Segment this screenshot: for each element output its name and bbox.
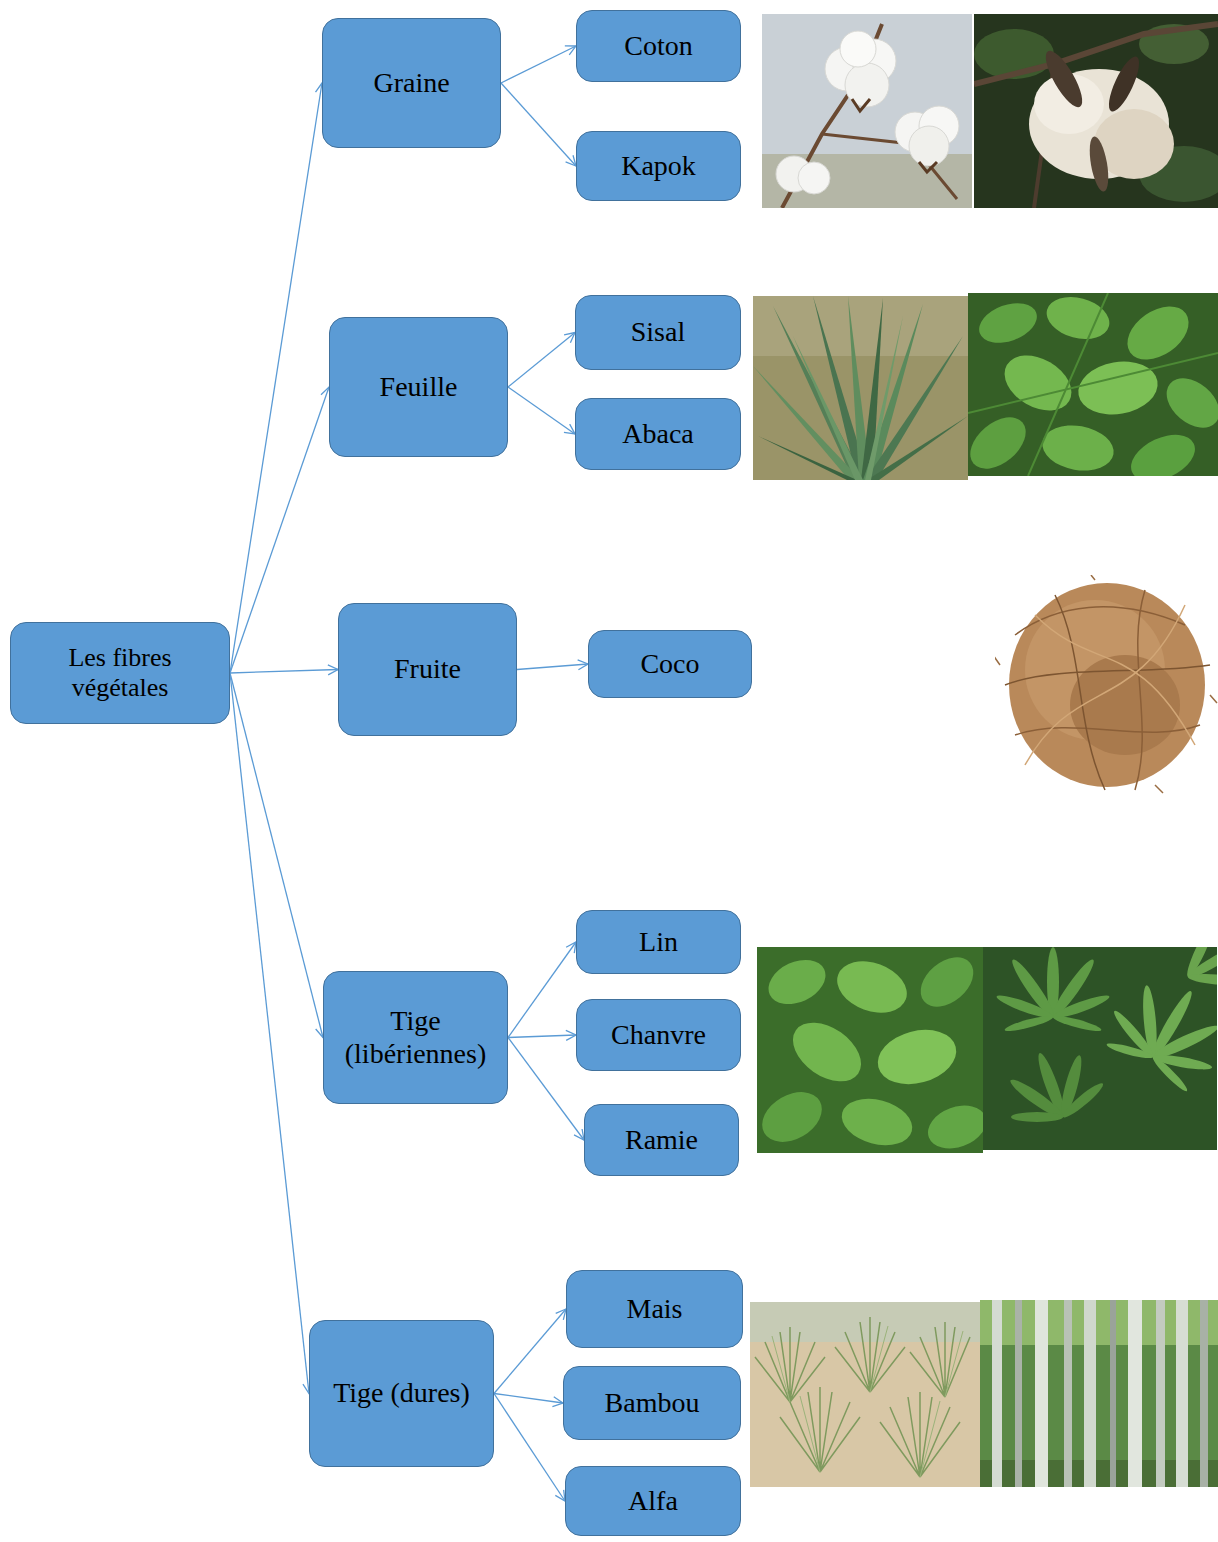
sisal-photo [753, 296, 968, 480]
arrow-connector [508, 387, 575, 434]
node-label: Tige (dures) [333, 1377, 470, 1409]
category-box: Sisal [575, 295, 741, 370]
arrow-connector [494, 1309, 566, 1394]
alfa-photo [750, 1302, 980, 1487]
node-label: Sisal [631, 316, 685, 348]
node-label: Tige (libériennes) [330, 1005, 501, 1069]
category-box: Mais [566, 1270, 743, 1348]
category-box: Abaca [575, 398, 741, 470]
node-label: Bambou [605, 1387, 700, 1419]
category-box: Tige (libériennes) [323, 971, 508, 1104]
node-label: Coton [624, 30, 692, 62]
cotton-photo [762, 14, 972, 208]
arrow-connector [230, 83, 322, 673]
arrow-connector [508, 1035, 576, 1038]
arrow-connector [230, 670, 338, 674]
chanvre-photo [983, 916, 1218, 1150]
arrow-connector [508, 1038, 584, 1141]
category-box: Chanvre [576, 999, 741, 1071]
abaca-photo [961, 290, 1218, 490]
category-box: Ramie [584, 1104, 739, 1176]
node-label: Graine [373, 67, 449, 99]
lin-photo [753, 947, 992, 1156]
category-box: Fruite [338, 603, 517, 736]
arrow-connector [501, 83, 576, 166]
arrow-connector [508, 333, 575, 388]
node-label: Alfa [628, 1485, 678, 1517]
arrow-connector [494, 1394, 563, 1404]
category-box: Feuille [329, 317, 508, 457]
arrow-connector [517, 664, 588, 670]
arrow-connector [230, 387, 329, 673]
node-label: Coco [640, 648, 699, 680]
node-label: Feuille [380, 371, 458, 403]
coco-fibre-photo [993, 575, 1217, 793]
category-box: Graine [322, 18, 501, 148]
arrow-connector [501, 46, 576, 83]
kapok-photo [974, 14, 1218, 208]
node-label: Mais [627, 1293, 683, 1325]
root-box: Les fibres végétales [10, 622, 230, 724]
bambou-photo [980, 1300, 1218, 1487]
node-label: Lin [639, 926, 678, 958]
node-label: Les fibres végétales [17, 643, 223, 703]
category-box: Alfa [565, 1466, 741, 1536]
arrow-connector [230, 673, 309, 1394]
category-box: Coton [576, 10, 741, 82]
category-box: Coco [588, 630, 752, 698]
node-label: Fruite [394, 653, 461, 685]
node-label: Ramie [625, 1124, 698, 1156]
category-box: Bambou [563, 1366, 741, 1440]
arrow-connector [230, 673, 323, 1038]
arrow-connector [508, 942, 576, 1038]
node-label: Kapok [621, 150, 696, 182]
arrow-connector [494, 1394, 565, 1502]
category-box: Lin [576, 910, 741, 974]
node-label: Chanvre [611, 1019, 706, 1051]
node-label: Abaca [622, 418, 694, 450]
category-box: Tige (dures) [309, 1320, 494, 1467]
category-box: Kapok [576, 131, 741, 201]
